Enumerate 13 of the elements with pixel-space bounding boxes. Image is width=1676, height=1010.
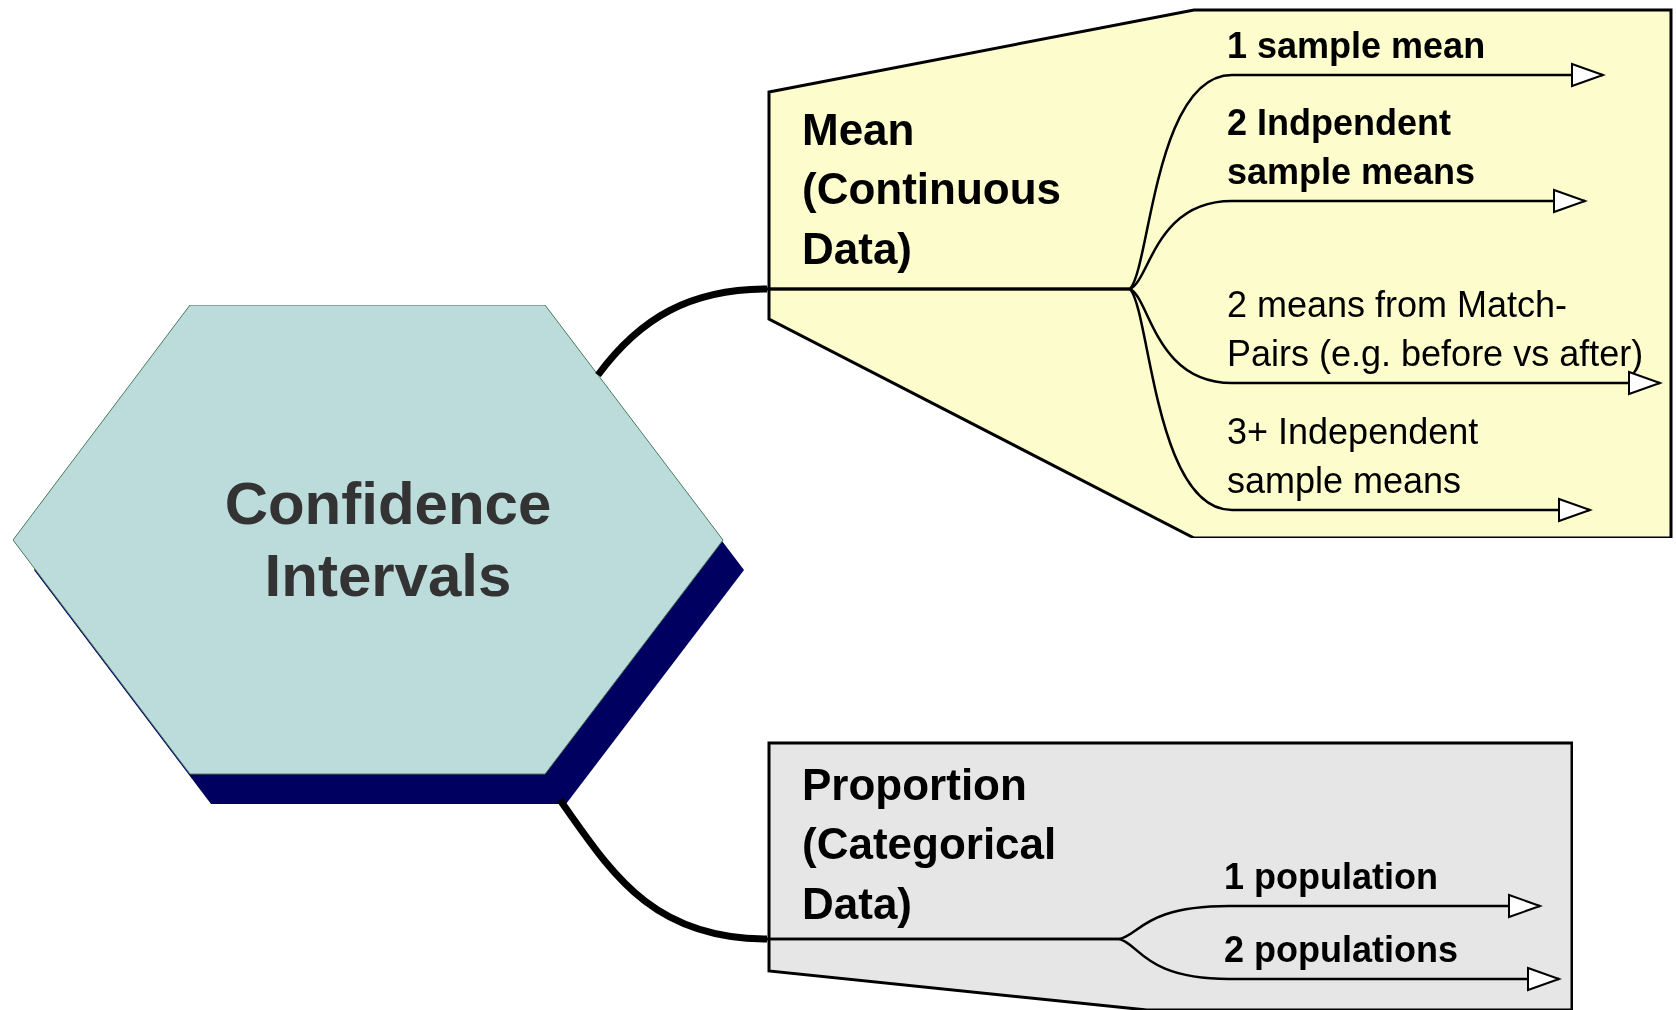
branch-label: 2 populations (1224, 928, 1459, 973)
branch-label: 2 means from Match-Pairs (e.g. before vs after) (1227, 282, 1645, 377)
branch-arrow (767, 287, 1591, 522)
connector-curve (595, 285, 768, 378)
connector-curve (557, 798, 768, 943)
branch-label: 3+ Independent sample means (1227, 409, 1480, 504)
category-title: Mean (Continuous Data) (802, 104, 1063, 275)
category-title: Proportion (Categorical Data) (802, 759, 1058, 930)
branch-label: 2 Indpendent sample means (1227, 100, 1477, 195)
branch-label: 1 population (1224, 855, 1439, 900)
hexagon-label: Confidence Intervals (223, 468, 553, 611)
branch-arrow (767, 937, 1560, 991)
branch-label: 1 sample mean (1227, 24, 1487, 69)
